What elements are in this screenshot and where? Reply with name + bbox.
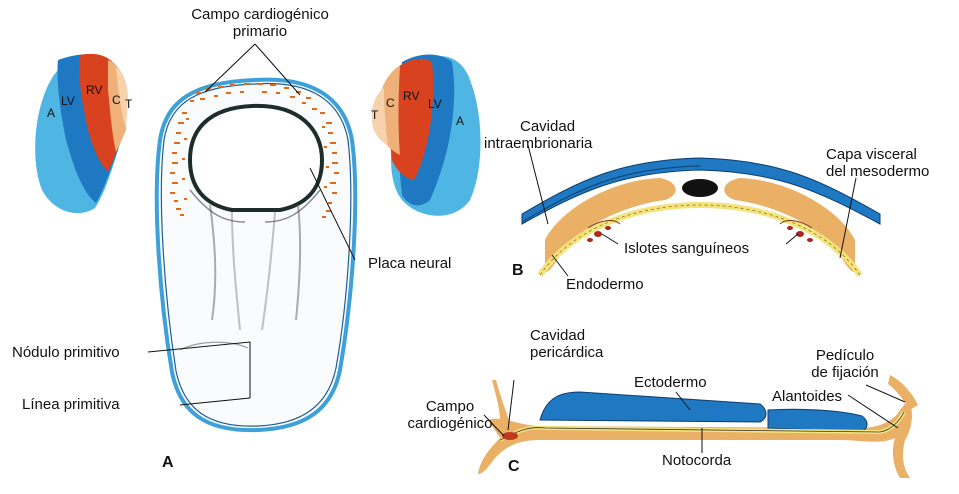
- heart-field-map-left: A LV RV C T: [35, 53, 133, 214]
- heart-field-right-label: A: [456, 114, 464, 128]
- label-linea-primitiva: Línea primitiva: [22, 396, 120, 413]
- heart-field-right-label: C: [386, 96, 395, 110]
- label-pediculo-de-fijacion: Pedículo de fijación: [790, 347, 900, 381]
- longitudinal-section: [478, 375, 918, 478]
- panel-label-b: B: [512, 262, 524, 279]
- label-ectodermo: Ectodermo: [634, 374, 707, 391]
- label-alantoides: Alantoides: [772, 388, 843, 405]
- label-capa-visceral: Capa visceral del mesodermo: [826, 146, 929, 180]
- label-campo-cardiogenico-primario: Campo cardiogénico primario: [175, 6, 345, 40]
- label-placa-neural: Placa neural: [368, 255, 452, 272]
- label-endodermo: Endodermo: [566, 276, 644, 293]
- heart-field-left-label: LV: [61, 94, 75, 108]
- label-line: de fijación: [811, 364, 879, 381]
- heart-field-right-label: RV: [403, 89, 419, 103]
- label-line: pericárdica: [530, 344, 604, 361]
- heart-field-left-label: A: [47, 106, 55, 120]
- cross-section: [521, 144, 881, 277]
- label-cavidad-pericardica: Cavidad pericárdica: [530, 327, 603, 361]
- label-line: del mesodermo: [826, 163, 930, 180]
- panel-label-c: C: [508, 458, 520, 475]
- label-line: intraembrionaria: [484, 135, 593, 152]
- label-line: Pedículo: [815, 347, 875, 364]
- heart-field-left-label: RV: [86, 83, 102, 97]
- label-line: Cavidad: [520, 118, 576, 135]
- label-cavidad-intraembrionaria: Cavidad intraembrionaria: [484, 118, 592, 152]
- heart-field-left-label: C: [112, 93, 121, 107]
- heart-field-map-right: T C RV LV A: [371, 54, 481, 216]
- label-campo-cardiogenico: Campo cardiogénico: [400, 398, 500, 432]
- cardiogenic-cells: [170, 83, 339, 218]
- heart-field-right-label: T: [371, 108, 379, 122]
- label-line: Cavidad: [530, 327, 586, 344]
- label-line: Campo: [425, 398, 475, 415]
- label-notocorda: Notocorda: [662, 452, 732, 469]
- label-islotes-sanguineos: Islotes sanguíneos: [624, 240, 750, 257]
- label-line: Capa visceral: [826, 146, 917, 163]
- label-line: primario: [232, 23, 288, 40]
- label-line: Campo cardiogénico: [191, 6, 329, 23]
- label-nodulo-primitivo: Nódulo primitivo: [12, 344, 120, 361]
- embryo-disc: [147, 43, 358, 433]
- heart-field-left-label: T: [125, 97, 133, 111]
- heart-field-right-label: LV: [428, 97, 442, 111]
- panel-label-a: A: [162, 454, 174, 471]
- label-line: cardiogénico: [407, 415, 493, 432]
